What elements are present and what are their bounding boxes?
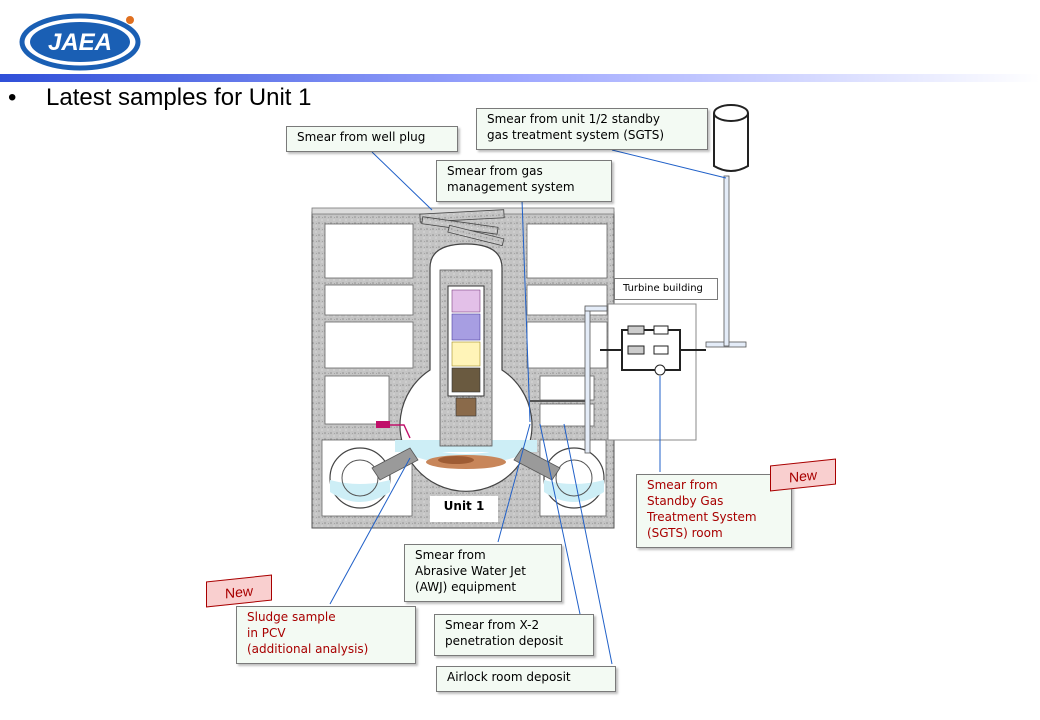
label-x2-penetration: Smear from X-2 penetration deposit	[434, 614, 594, 656]
label-gas-management: Smear from gas management system	[436, 160, 612, 202]
slide-title: Latest samples for Unit 1	[46, 84, 312, 111]
logo-orange-dot	[126, 16, 134, 24]
sgts-piping	[530, 175, 747, 454]
jaea-logo: JAEA	[19, 13, 141, 71]
well-plug	[419, 209, 505, 247]
header-gradient-bar	[0, 74, 1040, 82]
label-unit1: Unit 1	[430, 496, 498, 522]
label-awj: Smear from Abrasive Water Jet (AWJ) equi…	[404, 544, 562, 602]
suppression-chamber	[329, 447, 605, 509]
penetration-fitting	[376, 421, 411, 439]
sgts-stack	[713, 104, 749, 172]
label-sgts-unit12: Smear from unit 1/2 standby gas treatmen…	[476, 108, 708, 150]
logo-text: JAEA	[48, 29, 112, 56]
label-turbine-building: Turbine building	[614, 278, 718, 300]
title-bullet: •	[8, 84, 17, 111]
label-sgts-room: Smear from Standby Gas Treatment System …	[636, 474, 792, 548]
logo-outer-ring	[19, 13, 141, 71]
label-sludge: Sludge sample in PCV (additional analysi…	[236, 606, 416, 664]
leader-lines	[329, 149, 727, 665]
label-airlock-room: Airlock room deposit	[436, 666, 616, 692]
logo-inner-oval	[30, 22, 130, 62]
label-well-plug: Smear from well plug	[286, 126, 458, 152]
primary-containment-vessel	[395, 243, 537, 492]
